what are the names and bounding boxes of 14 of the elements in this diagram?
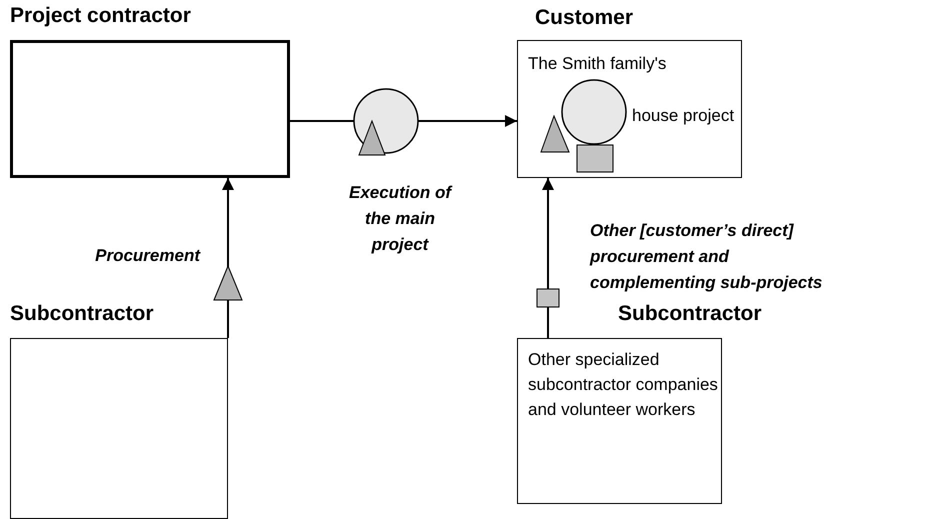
flow-label: Execution of the main project: [348, 182, 454, 256]
entity-box: [10, 338, 228, 519]
arrow: [542, 178, 554, 338]
role-heading: Subcontractor: [10, 302, 154, 326]
entity-text: The Smith family's: [528, 53, 668, 75]
entity-text: house project: [632, 105, 736, 127]
entity-text: Other specialized subcontractor companies and volunteer workers: [528, 349, 718, 421]
role-heading: Project contractor: [10, 4, 191, 28]
role-heading: Customer: [535, 6, 634, 30]
flow-label: Other [customer’s direct] procurement and complementing sub-projects: [590, 220, 824, 294]
flow-label: Procurement: [94, 245, 200, 267]
entity-box: [517, 338, 722, 504]
role-heading: Subcontractor: [618, 302, 762, 326]
entity-box: [10, 40, 290, 178]
